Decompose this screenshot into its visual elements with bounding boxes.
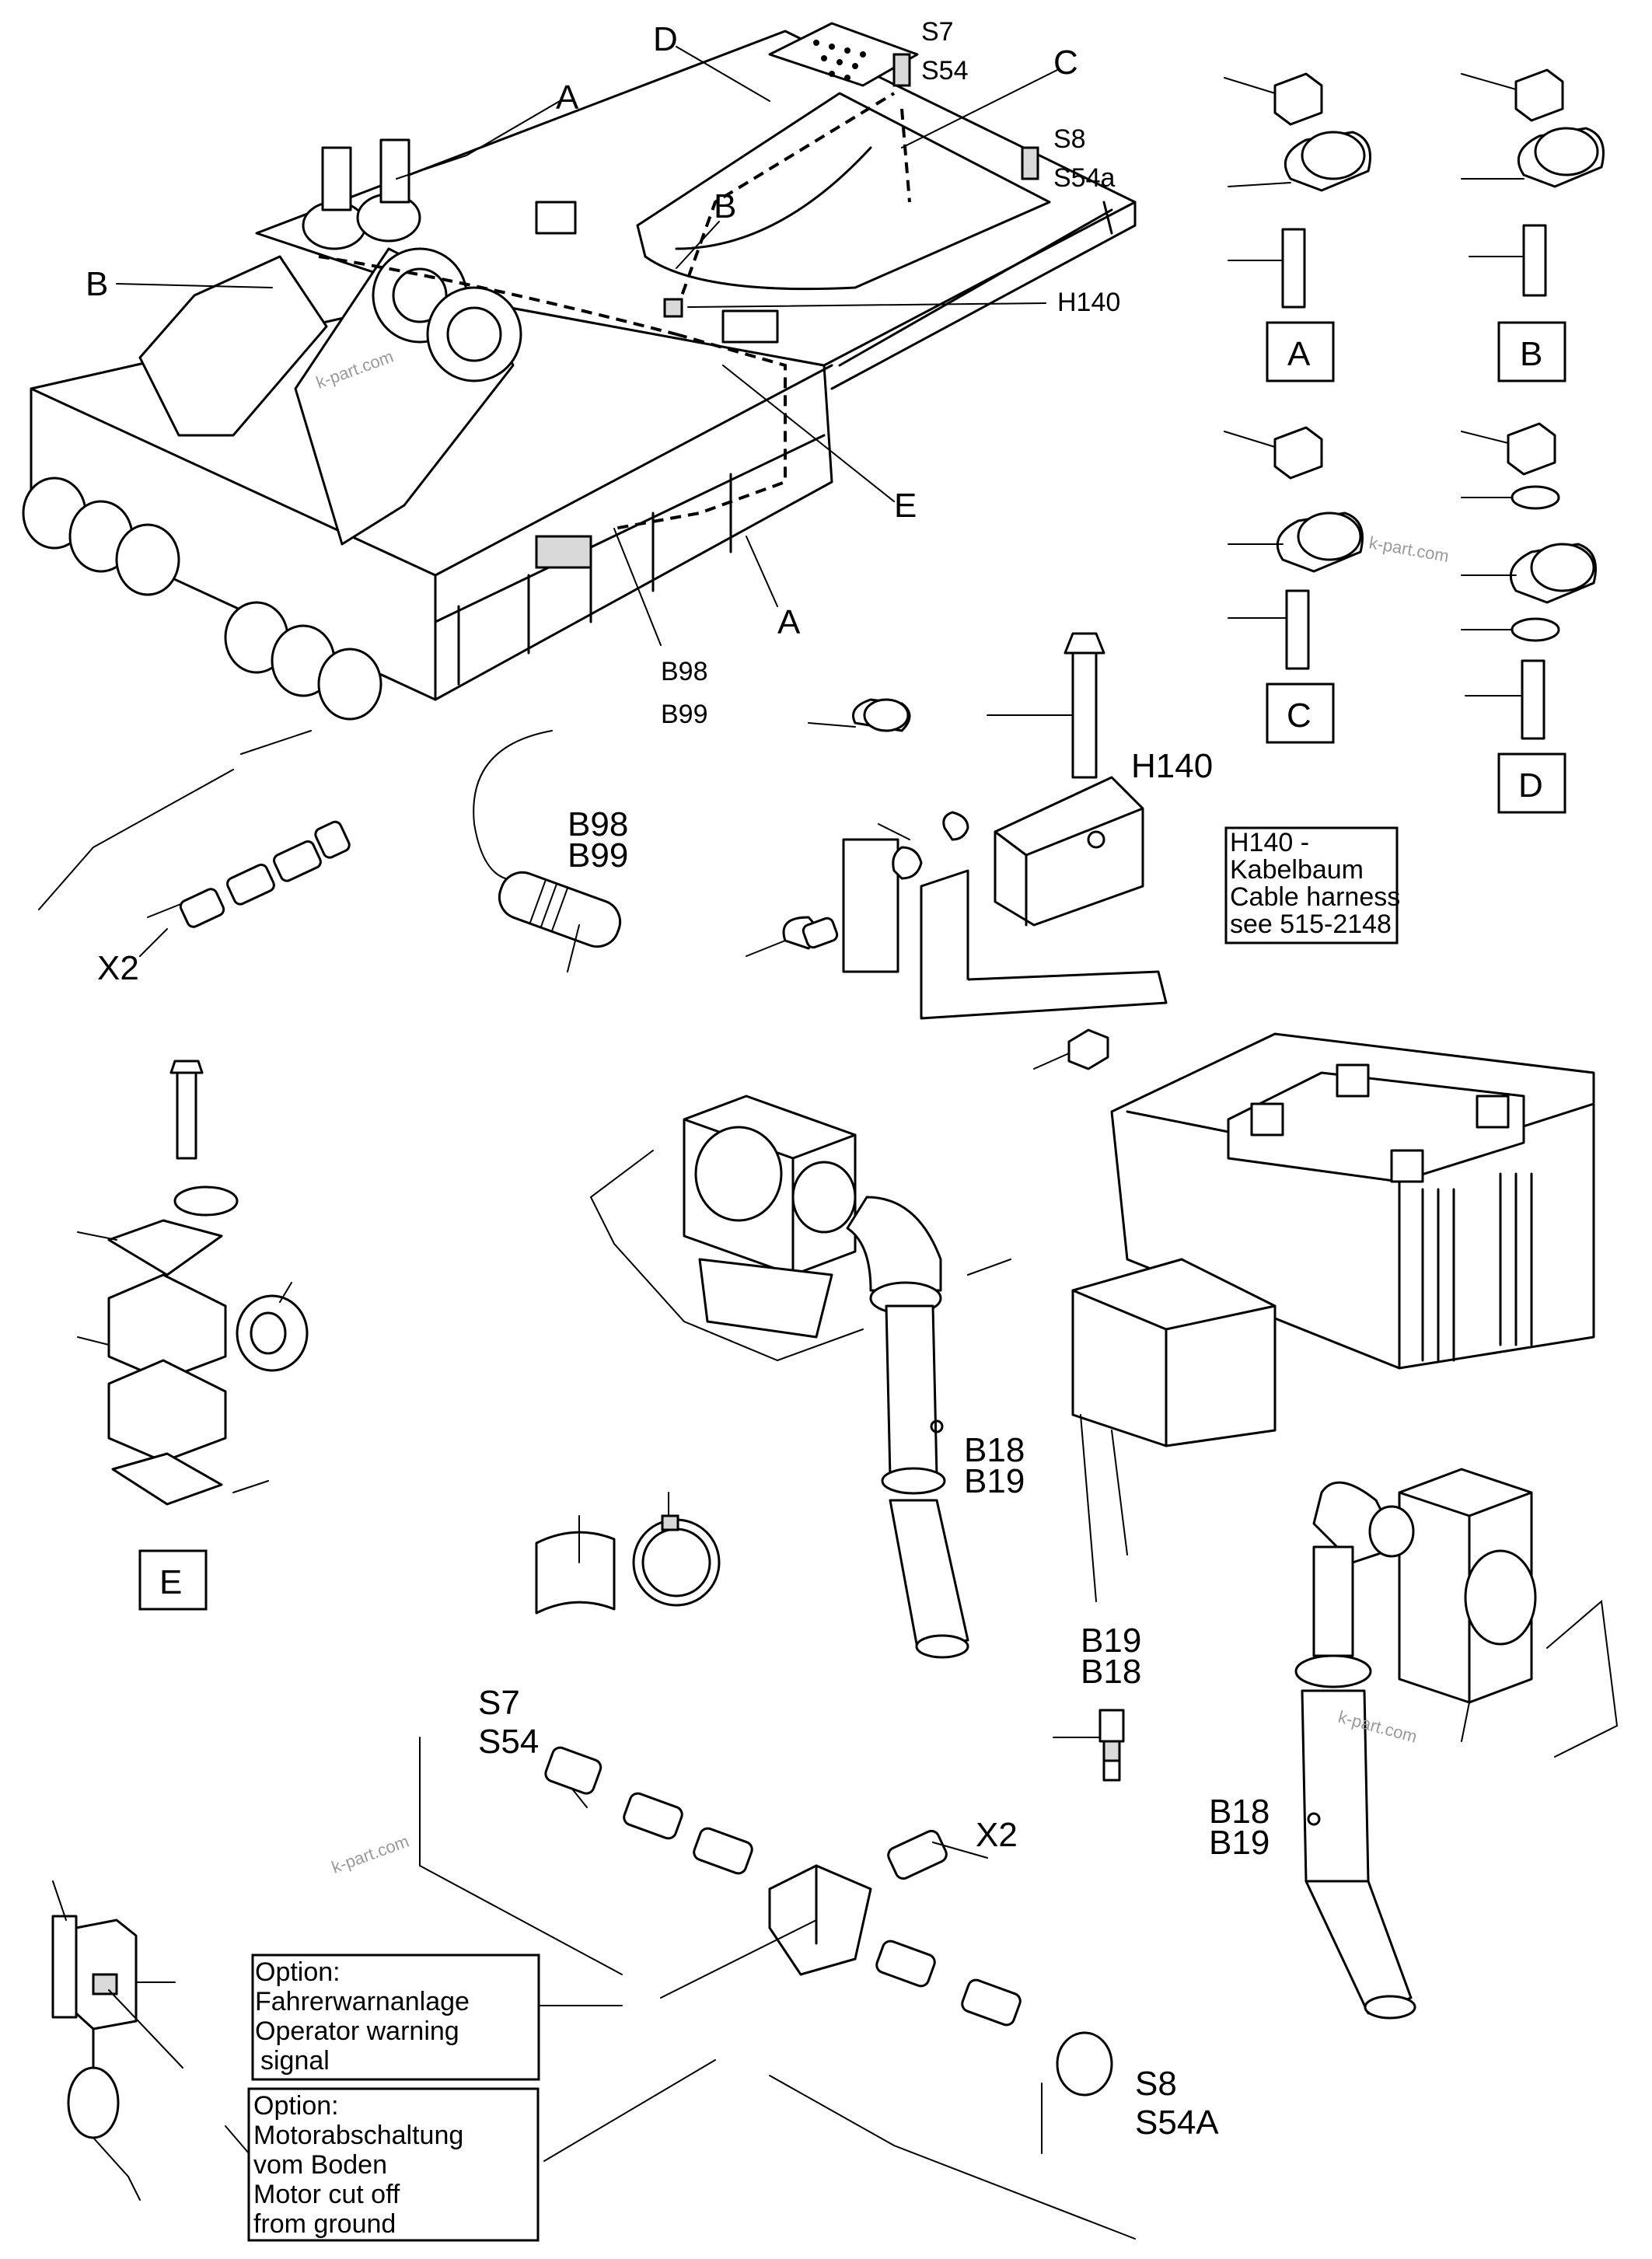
detail-label-b: B bbox=[1520, 335, 1542, 373]
clamp-detail-c bbox=[1224, 426, 1364, 670]
callout-b-mid: B bbox=[714, 187, 736, 225]
callout-h140-frame: H140 bbox=[1057, 288, 1120, 317]
callout-b98-frame: B98 bbox=[661, 657, 708, 686]
clamp-detail-b bbox=[1461, 68, 1605, 297]
callout-b-left: B bbox=[86, 265, 108, 303]
h140-note-box bbox=[1224, 826, 1399, 944]
callout-b98-sensor: B98 bbox=[568, 805, 628, 843]
sensor-b98-b99 bbox=[473, 730, 622, 972]
clamp-detail-d bbox=[1461, 422, 1597, 740]
callout-s54-top: S54 bbox=[921, 56, 969, 86]
hydraulic-tank-left bbox=[589, 1095, 1011, 1659]
callout-s8-bottom: S8 bbox=[1135, 2065, 1177, 2103]
callout-s54-bottom: S54 bbox=[478, 1723, 539, 1761]
callout-b18-right: B18 bbox=[1209, 1793, 1270, 1831]
option-warning-line1: Option: bbox=[255, 1957, 341, 1987]
option-warning-line3: Operator warning bbox=[255, 2016, 459, 2046]
detail-label-a: A bbox=[1287, 335, 1311, 373]
cable-tie-and-harness bbox=[535, 1492, 721, 1615]
h140-note-line3: Cable harness bbox=[1230, 882, 1400, 912]
machine-body-right bbox=[1071, 1032, 1595, 1602]
x2-connector-assembly bbox=[38, 730, 351, 957]
callout-x2-bottom: X2 bbox=[976, 1816, 1018, 1854]
frame-leaders bbox=[116, 46, 1058, 646]
h140-bracket-assembly bbox=[746, 632, 1168, 1070]
pressure-switch-b18-b19 bbox=[1053, 1709, 1125, 1782]
switch-s7-icon bbox=[892, 53, 911, 87]
option-cutoff-line2: Motorabschaltung bbox=[253, 2121, 463, 2150]
callout-b19-switch: B19 bbox=[1081, 1622, 1141, 1660]
callout-e: E bbox=[894, 487, 917, 525]
detail-label-c: C bbox=[1287, 697, 1311, 735]
detail-label-e: E bbox=[159, 1563, 182, 1601]
callout-s7-bottom: S7 bbox=[478, 1684, 520, 1722]
detail-box-b bbox=[1497, 321, 1566, 382]
callout-d: D bbox=[653, 20, 678, 58]
option-cutoff-line4: Motor cut off bbox=[253, 2180, 400, 2209]
option-cutoff-line1: Option: bbox=[253, 2091, 339, 2121]
h140-note-line2: Kabelbaum bbox=[1230, 855, 1364, 885]
connector-tee-assembly bbox=[419, 1737, 1136, 2240]
detail-box-e bbox=[138, 1549, 208, 1611]
option-warning-line2: Fahrerwarnanlage bbox=[255, 1987, 470, 2016]
callout-b99-frame: B99 bbox=[661, 700, 708, 729]
clamp-detail-e bbox=[77, 1060, 309, 1506]
callout-x2-left: X2 bbox=[97, 949, 139, 987]
watermark-3: k-part.com bbox=[329, 1831, 411, 1877]
callout-b19-right: B19 bbox=[1209, 1824, 1270, 1862]
callout-c: C bbox=[1053, 44, 1078, 82]
option-warning-line4: signal bbox=[260, 2046, 330, 2076]
hydraulic-tank-right bbox=[1294, 1468, 1619, 2020]
callout-h140-bracket: H140 bbox=[1131, 747, 1213, 785]
callout-s7-top: S7 bbox=[921, 17, 954, 47]
callout-b18-switch: B18 bbox=[1081, 1653, 1141, 1691]
detail-label-d: D bbox=[1518, 766, 1543, 805]
callout-s8-top: S8 bbox=[1053, 124, 1086, 154]
detail-box-c bbox=[1266, 683, 1335, 744]
detail-box-d bbox=[1497, 752, 1566, 814]
h140-note-line4: see 515-2148 bbox=[1230, 910, 1392, 939]
clamp-detail-a bbox=[1224, 72, 1371, 309]
option-cutoff-line3: vom Boden bbox=[253, 2150, 387, 2180]
detail-box-a bbox=[1266, 321, 1335, 382]
callout-s54a-bottom: S54A bbox=[1135, 2104, 1219, 2142]
option-cutoff-box bbox=[247, 2087, 540, 2242]
callout-b19-left: B19 bbox=[964, 1462, 1025, 1500]
callout-s54a-top: S54a bbox=[1053, 163, 1115, 193]
callout-b18-left: B18 bbox=[964, 1431, 1025, 1469]
option-cutoff-line5: from ground bbox=[253, 2209, 396, 2239]
callout-a-top: A bbox=[556, 79, 579, 117]
option-warning-box bbox=[251, 1953, 540, 2081]
machine-frame bbox=[22, 22, 1137, 721]
watermark-2: k-part.com bbox=[1367, 532, 1451, 566]
switch-s8-icon bbox=[1021, 146, 1039, 180]
callout-a-bottom: A bbox=[777, 603, 801, 641]
warning-switch-assembly bbox=[51, 1880, 183, 2201]
callout-b99-sensor: B99 bbox=[568, 836, 628, 875]
h140-note-line1: H140 - bbox=[1230, 828, 1309, 857]
